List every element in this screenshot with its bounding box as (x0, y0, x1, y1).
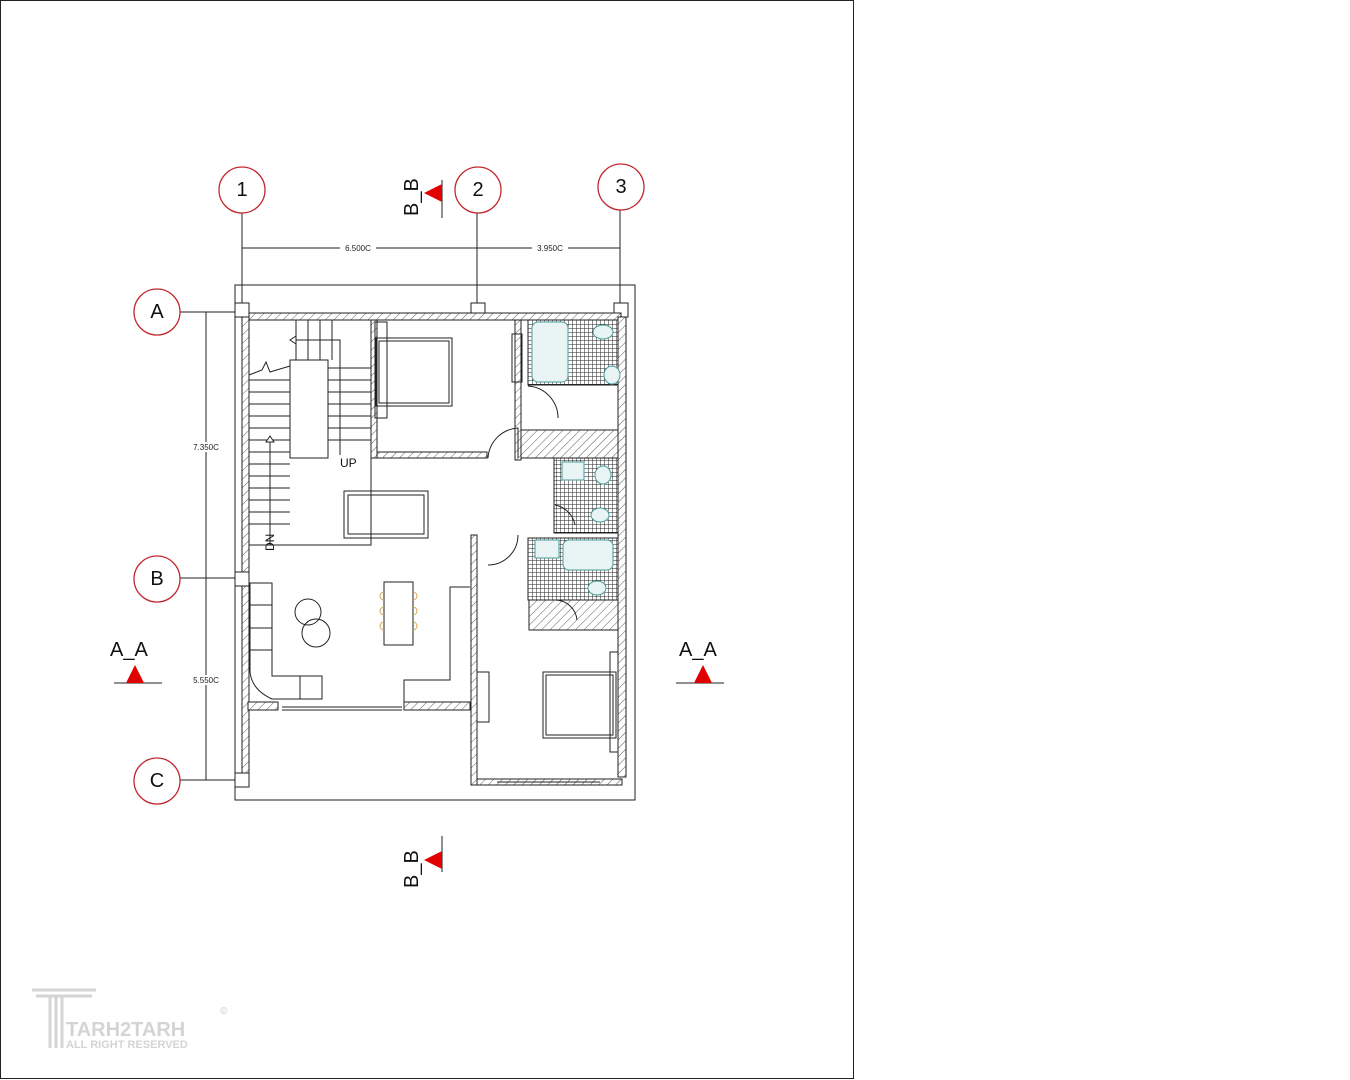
stair-up-label: UP (340, 456, 357, 470)
bed-2 (542, 671, 617, 739)
svg-text:TARH2TARH: TARH2TARH (66, 1019, 185, 1041)
svg-text:B_B: B_B (401, 850, 423, 888)
dimension-label-h1: 6.500C (345, 244, 371, 253)
svg-text:3: 3 (615, 176, 626, 198)
section-mark-left: A_A (110, 639, 162, 684)
watermark-logo: TARH2TARH ALL RIGHT RESERVED © (32, 988, 228, 1051)
grid-bubble-1: 1 (218, 166, 266, 214)
section-mark-right: A_A (676, 639, 724, 684)
svg-text:ALL RIGHT RESERVED: ALL RIGHT RESERVED (66, 1039, 188, 1051)
billiard-table (343, 490, 429, 539)
dining-table (383, 581, 414, 646)
columns (234, 302, 629, 788)
svg-text:B: B (150, 568, 163, 590)
grid-bubble-3: 3 (597, 163, 645, 211)
grid-bubble-c: C (133, 757, 181, 805)
svg-text:C: C (150, 770, 164, 792)
svg-text:A_A: A_A (679, 639, 717, 661)
dimension-label-h2: 3.950C (537, 244, 563, 253)
bed-1 (375, 337, 453, 407)
svg-text:A_A: A_A (110, 639, 148, 661)
grid-bubble-a: A (133, 288, 181, 336)
sheet-border (0, 0, 854, 1079)
slab-outline (234, 284, 636, 801)
section-mark-bottom: B_B (401, 836, 443, 888)
section-mark-top: B_B (401, 178, 443, 218)
svg-text:1: 1 (236, 179, 247, 201)
svg-text:2: 2 (472, 179, 483, 201)
dimension-label-v2: 5.550C (193, 676, 219, 685)
svg-text:A: A (150, 301, 164, 323)
stair-down-label: DN (263, 534, 277, 551)
doors (487, 385, 578, 621)
staircase (248, 319, 372, 546)
svg-text:©: © (220, 1006, 228, 1017)
windows (282, 706, 600, 786)
svg-text:B_B: B_B (401, 178, 423, 216)
dimension-label-v1: 7.350C (193, 443, 219, 452)
bathrooms (520, 319, 621, 631)
grid-bubble-2: 2 (454, 166, 502, 214)
grid-bubble-b: B (133, 555, 181, 603)
dining-chairs (379, 591, 418, 631)
furniture (249, 321, 619, 753)
